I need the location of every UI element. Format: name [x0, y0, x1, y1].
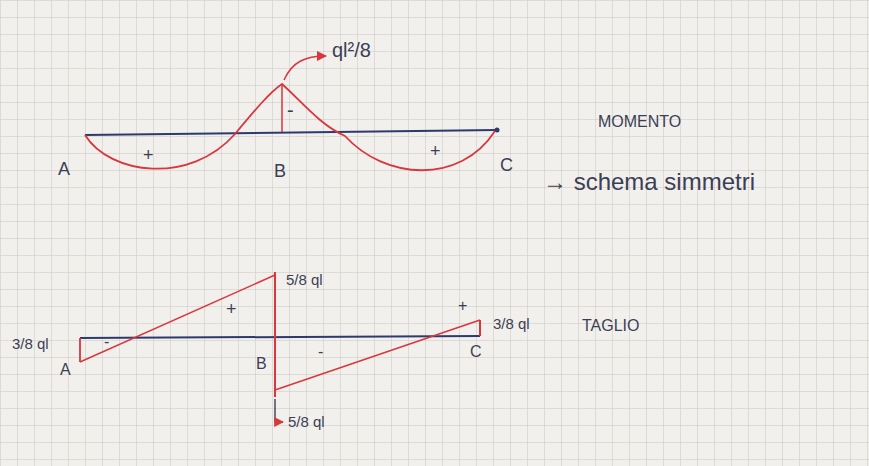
shear-value: 3/8 ql	[493, 316, 530, 331]
beam-axis	[80, 336, 480, 338]
note-label: → schema simmetri	[543, 170, 755, 194]
shear-line	[275, 320, 480, 390]
shear-value: 3/8 ql	[12, 336, 49, 351]
shear-jump	[274, 272, 276, 397]
sign-label: -	[318, 344, 323, 360]
moment-curve	[85, 84, 495, 170]
sign-label: +	[143, 146, 154, 164]
leader-arrow	[284, 56, 326, 80]
shear-value: 5/8 ql	[286, 272, 323, 287]
shear-ordinate	[79, 338, 81, 362]
point-label: C	[470, 344, 482, 360]
sign-label: -	[104, 334, 109, 350]
point-label: C	[500, 156, 513, 174]
moment-ordinate	[281, 84, 283, 132]
moment-value: ql²/8	[332, 40, 371, 60]
diagram-title: MOMENTO	[598, 114, 681, 130]
diagram-title: TAGLIO	[582, 318, 640, 334]
leader-arrow	[275, 399, 283, 422]
point-label: A	[60, 362, 71, 378]
point-label: B	[256, 356, 267, 372]
shear-line	[80, 275, 275, 362]
beam-axis	[85, 130, 497, 135]
shear-value: 5/8 ql	[288, 414, 325, 429]
sign-label: +	[226, 300, 237, 318]
point-label: A	[58, 160, 70, 178]
sign-label: -	[287, 100, 294, 120]
sign-label: +	[458, 298, 467, 314]
point-label: B	[274, 162, 286, 180]
shear-ordinate	[479, 320, 481, 336]
sign-label: +	[430, 142, 441, 160]
